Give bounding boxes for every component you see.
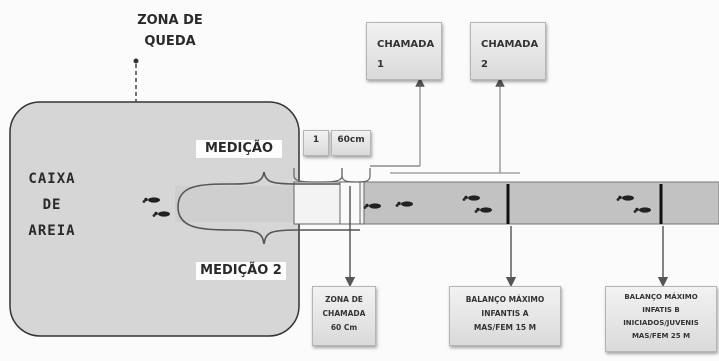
curly-brace-icon (177, 171, 340, 208)
bracket-60cm (341, 168, 371, 183)
footprint-icon (616, 195, 634, 201)
curly-brace-icon (177, 206, 360, 245)
one-box: 1 (303, 130, 329, 156)
footprint-icon (462, 195, 480, 201)
sixty-cm-label: 60cm (337, 135, 365, 145)
footprint-icon (633, 207, 651, 213)
sixty-cm-box: 60cm (331, 130, 371, 156)
footprint-icon (142, 197, 160, 203)
landing-zone-dot (133, 58, 139, 64)
call-1-label: CHAMADA 1 (377, 39, 435, 70)
sand-pit-label: CAIXA DE AREIA (28, 171, 76, 239)
measurement-2-label: MEDIÇÃO 2 (196, 262, 286, 280)
call-zone-box: ZONA DE CHAMADA 60 Cm (312, 286, 376, 346)
max-swing-infantis-a-label: BALANÇO MÁXIMO INFANTIS A MAS/FEM 15 M (465, 295, 545, 332)
bracket-1 (293, 168, 343, 183)
call-2-label: CHAMADA 2 (481, 39, 539, 70)
call-zone-label: ZONA DE CHAMADA 60 Cm (322, 295, 366, 332)
footprint-icon (395, 201, 413, 207)
max-swing-infantis-a-box: BALANÇO MÁXIMO INFANTIS A MAS/FEM 15 M (449, 286, 561, 346)
call-1-box: CHAMADA 1 (366, 22, 442, 80)
landing-zone-label: ZONA DE QUEDA (137, 13, 203, 49)
footprint-icon (152, 211, 170, 217)
one-label: 1 (312, 135, 320, 145)
measurement-label: MEDIÇÃO (196, 140, 282, 158)
footprint-icon (474, 207, 492, 213)
measurement-band (175, 186, 295, 222)
call-2-box: CHAMADA 2 (470, 22, 546, 80)
max-swing-infantis-b-label: BALANÇO MÁXIMO INFATIS B INICIADOS/JUVEN… (623, 293, 699, 340)
max-swing-infantis-b-box: BALANÇO MÁXIMO INFATIS B INICIADOS/JUVEN… (605, 286, 717, 352)
footprint-icon (363, 203, 381, 209)
